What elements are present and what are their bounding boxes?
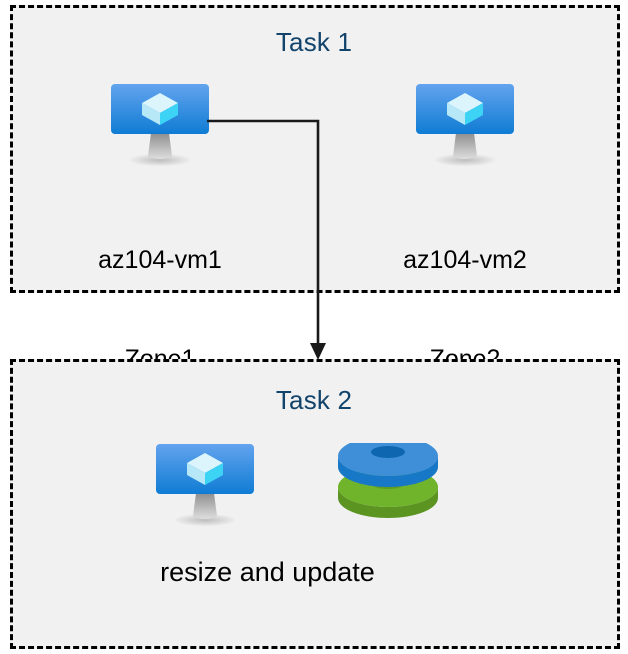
vm1-label-line1: az104-vm1 [98,246,222,274]
task-2-caption: resize and update [160,557,375,587]
task-group-2 [10,359,620,649]
task-1-title: Task 1 [275,27,353,57]
azure-disks-icon [333,436,443,538]
azure-virtual-machine-icon [110,83,210,178]
azure-virtual-machine-icon [155,443,255,538]
task-2-title: Task 2 [275,385,353,415]
vm2-label-line1: az104-vm2 [403,246,527,274]
azure-virtual-machine-icon [415,83,515,178]
